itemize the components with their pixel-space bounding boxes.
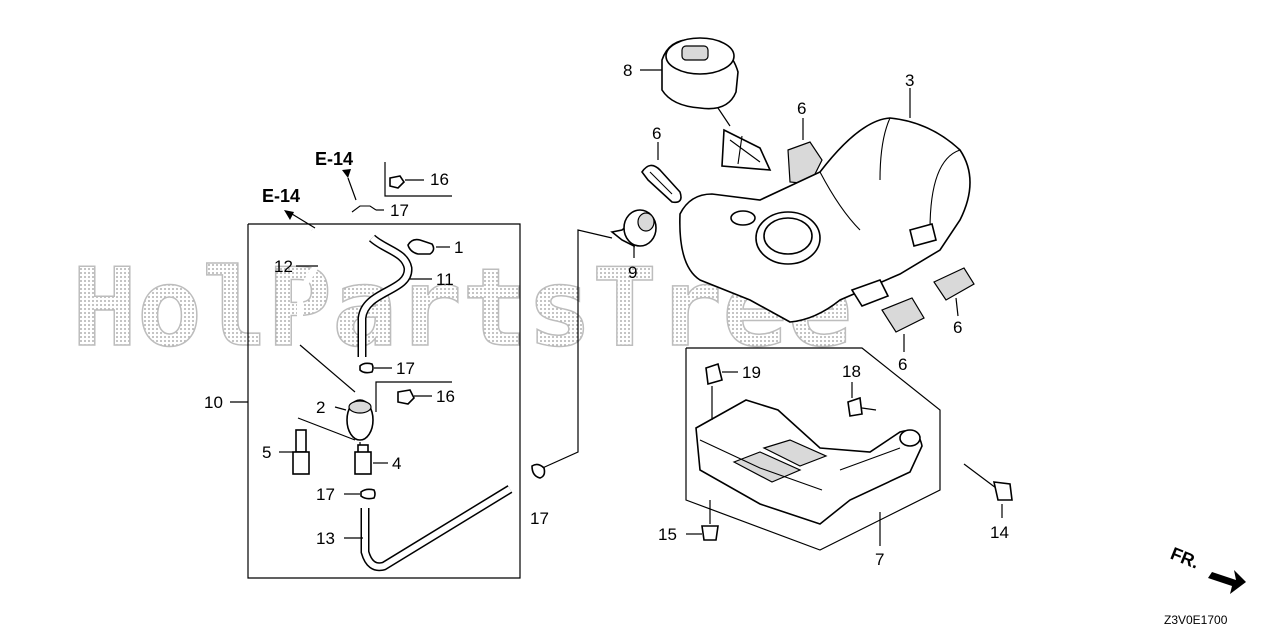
- callout-16-upper: 16: [430, 170, 449, 189]
- callout-15: 15: [658, 525, 677, 544]
- reference-bracket-upper: [284, 162, 452, 229]
- callout-4: 4: [392, 454, 401, 473]
- callout-19: 19: [742, 363, 761, 382]
- bolt-part-18: [847, 382, 877, 417]
- reference-label-upper: E-14: [315, 149, 353, 169]
- bolt-part-15: [686, 500, 719, 541]
- callout-2: 2: [316, 398, 325, 417]
- callout-3: 3: [905, 71, 914, 90]
- vent-line-9: [531, 229, 613, 479]
- filter-part-9: [610, 209, 657, 258]
- callout-17-lower: 17: [316, 485, 335, 504]
- callout-6-top-left: 6: [652, 124, 661, 143]
- clip-part-17-upper: [359, 362, 392, 374]
- callout-1: 1: [454, 238, 463, 257]
- joint-part-5: [279, 429, 310, 475]
- collar-part-19: [705, 362, 738, 420]
- callout-16-lower: 16: [436, 387, 455, 406]
- callout-14: 14: [990, 523, 1009, 542]
- fuel-tube-13: [344, 485, 513, 572]
- tank-bracket-part-7: [695, 399, 923, 546]
- callout-8: 8: [623, 61, 632, 80]
- callout-13: 13: [316, 529, 335, 548]
- clip-part-17-lower: [344, 488, 376, 500]
- grommet-part-2: [297, 399, 374, 447]
- callout-6-top-right: 6: [797, 99, 806, 118]
- front-direction-label: FR.: [1168, 543, 1202, 572]
- gasket-part-6-top-left: [641, 142, 682, 204]
- reference-label-lower: E-14: [262, 186, 300, 206]
- clamp-part-16-lower: [375, 381, 452, 412]
- gasket-part-6-lower: [881, 297, 925, 352]
- callout-6-lower: 6: [898, 355, 907, 374]
- fuel-tube-12: [296, 227, 356, 393]
- fuel-tube-11: [357, 234, 432, 357]
- tank-bracket-box: [685, 347, 941, 551]
- callout-7: 7: [875, 550, 884, 569]
- callout-17-middle: 17: [396, 359, 415, 378]
- callout-6-right: 6: [953, 318, 962, 337]
- diagram-code: Z3V0E1700: [1164, 613, 1228, 627]
- callout-10: 10: [204, 393, 223, 412]
- callout-9: 9: [628, 263, 637, 282]
- joint-part-4: [354, 444, 388, 475]
- front-direction-arrow: [1208, 570, 1246, 594]
- fuel-line-assembly-box: [230, 223, 521, 579]
- gasket-part-6-top-right: [787, 118, 823, 185]
- callout-17-right: 17: [530, 509, 549, 528]
- bolt-part-14: [963, 463, 1013, 518]
- callout-5: 5: [262, 443, 271, 462]
- fuel-tank-part-3: [679, 88, 971, 323]
- callout-17-upper: 17: [390, 201, 409, 220]
- fuel-cap-part-8: [640, 37, 772, 171]
- callout-12: 12: [274, 257, 293, 276]
- clip-part-1: [407, 238, 450, 255]
- callout-11: 11: [436, 270, 454, 289]
- callout-18: 18: [842, 362, 861, 381]
- gasket-part-6-right: [933, 267, 975, 317]
